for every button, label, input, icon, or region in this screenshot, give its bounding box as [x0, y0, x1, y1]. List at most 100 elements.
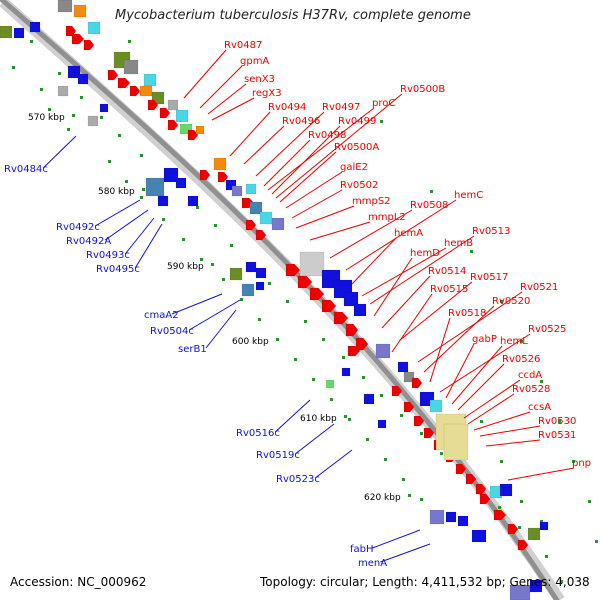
reverse-gene-feature — [13, 27, 25, 39]
reverse-gene-feature — [175, 109, 189, 123]
reverse-gene-label: Rv0492A — [66, 236, 111, 247]
forward-gene-feature — [147, 99, 159, 111]
forward-label-leader — [373, 257, 413, 317]
forward-gene-feature — [391, 385, 403, 397]
reverse-gene-feature — [123, 59, 139, 75]
reverse-gene-feature — [299, 251, 325, 277]
forward-label-leader — [473, 411, 531, 431]
reverse-gene-feature — [363, 393, 375, 405]
tick-mark — [330, 398, 333, 401]
forward-gene-label: Rv0514 — [428, 266, 466, 277]
kbp-tick-mark — [408, 494, 411, 497]
forward-gene-feature — [199, 169, 211, 181]
forward-gene-label: hemC — [454, 190, 483, 201]
tick-mark — [362, 376, 365, 379]
forward-gene-feature — [321, 299, 337, 313]
reverse-gene-feature — [213, 157, 227, 171]
forward-gene-feature — [493, 509, 507, 521]
reverse-label-leader — [294, 423, 335, 455]
reverse-gene-feature — [457, 515, 469, 527]
tick-mark — [348, 418, 351, 421]
forward-label-leader — [285, 171, 343, 209]
forward-label-leader — [445, 343, 475, 399]
tick-mark — [322, 338, 325, 341]
tick-mark — [384, 458, 387, 461]
tick-mark — [520, 500, 523, 503]
forward-gene-feature — [187, 129, 199, 141]
tick-mark — [518, 526, 521, 529]
tick-mark — [67, 128, 70, 131]
forward-label-leader — [199, 65, 243, 109]
tick-mark — [294, 358, 297, 361]
reverse-gene-feature — [195, 125, 205, 135]
tick-mark — [420, 498, 423, 501]
tick-mark — [196, 206, 199, 209]
reverse-gene-feature — [397, 361, 409, 373]
tick-mark — [595, 540, 598, 543]
reverse-gene-feature — [255, 281, 265, 291]
forward-gene-feature — [159, 107, 171, 119]
forward-label-leader — [291, 189, 343, 219]
reverse-label-leader — [372, 529, 421, 549]
reverse-label-leader — [42, 135, 77, 169]
reverse-gene-feature — [529, 579, 543, 593]
forward-gene-label: pnp — [572, 458, 591, 469]
reverse-gene-label: Rv0495c — [96, 264, 140, 275]
tick-mark — [30, 40, 33, 43]
reverse-gene-feature — [245, 261, 257, 273]
tick-mark — [48, 108, 51, 111]
forward-label-leader — [457, 363, 505, 411]
tick-mark — [58, 72, 61, 75]
reverse-gene-feature — [341, 367, 351, 377]
kbp-marker: 600 kbp — [232, 337, 269, 347]
forward-label-leader — [267, 107, 375, 191]
reverse-gene-feature — [445, 511, 457, 523]
forward-label-leader — [423, 305, 495, 373]
tick-mark — [214, 224, 217, 227]
forward-gene-feature — [65, 25, 77, 37]
tick-mark — [400, 414, 403, 417]
tick-mark — [498, 506, 501, 509]
forward-label-leader — [451, 345, 503, 405]
reverse-gene-feature — [143, 73, 157, 87]
reverse-gene-feature — [377, 419, 387, 429]
reverse-gene-label: Rv0516c — [236, 428, 280, 439]
reverse-gene-label: Rv0484c — [4, 164, 48, 175]
tick-mark — [108, 160, 111, 163]
reverse-gene-label: Rv0492c — [56, 222, 100, 233]
reverse-gene-feature — [245, 183, 257, 195]
forward-gene-feature — [345, 323, 359, 337]
forward-gene-label: Rv0500A — [334, 142, 379, 153]
forward-label-leader — [295, 205, 355, 229]
reverse-gene-feature — [87, 115, 99, 127]
reverse-gene-feature — [443, 423, 469, 461]
reverse-gene-feature — [0, 25, 13, 39]
forward-label-leader — [463, 379, 521, 419]
tick-mark — [140, 196, 143, 199]
reverse-gene-feature — [139, 85, 153, 97]
forward-gene-label: Rv0497 — [322, 102, 360, 113]
forward-gene-label: gabP — [472, 334, 497, 345]
tick-mark — [402, 478, 405, 481]
forward-label-leader — [279, 151, 337, 203]
reverse-gene-feature — [375, 343, 391, 359]
kbp-tick-mark — [276, 338, 279, 341]
tick-mark — [540, 380, 543, 383]
kbp-tick-mark — [142, 188, 145, 191]
reverse-gene-feature — [229, 267, 243, 281]
forward-gene-feature — [107, 69, 119, 81]
reverse-gene-feature — [57, 85, 69, 97]
forward-gene-label: Rv0531 — [538, 430, 576, 441]
reverse-gene-feature — [57, 0, 73, 13]
forward-gene-label: Rv0520 — [492, 296, 530, 307]
reverse-gene-label: fabH — [350, 544, 374, 555]
tick-mark — [80, 96, 83, 99]
reverse-gene-feature — [471, 529, 487, 543]
kbp-marker: 610 kbp — [300, 414, 337, 424]
tick-mark — [125, 180, 128, 183]
forward-gene-feature — [423, 427, 435, 439]
reverse-gene-feature — [429, 399, 443, 413]
forward-label-leader — [275, 93, 403, 199]
tick-mark — [182, 238, 185, 241]
map-title: Mycobacterium tuberculosis H37Rv, comple… — [115, 8, 471, 23]
